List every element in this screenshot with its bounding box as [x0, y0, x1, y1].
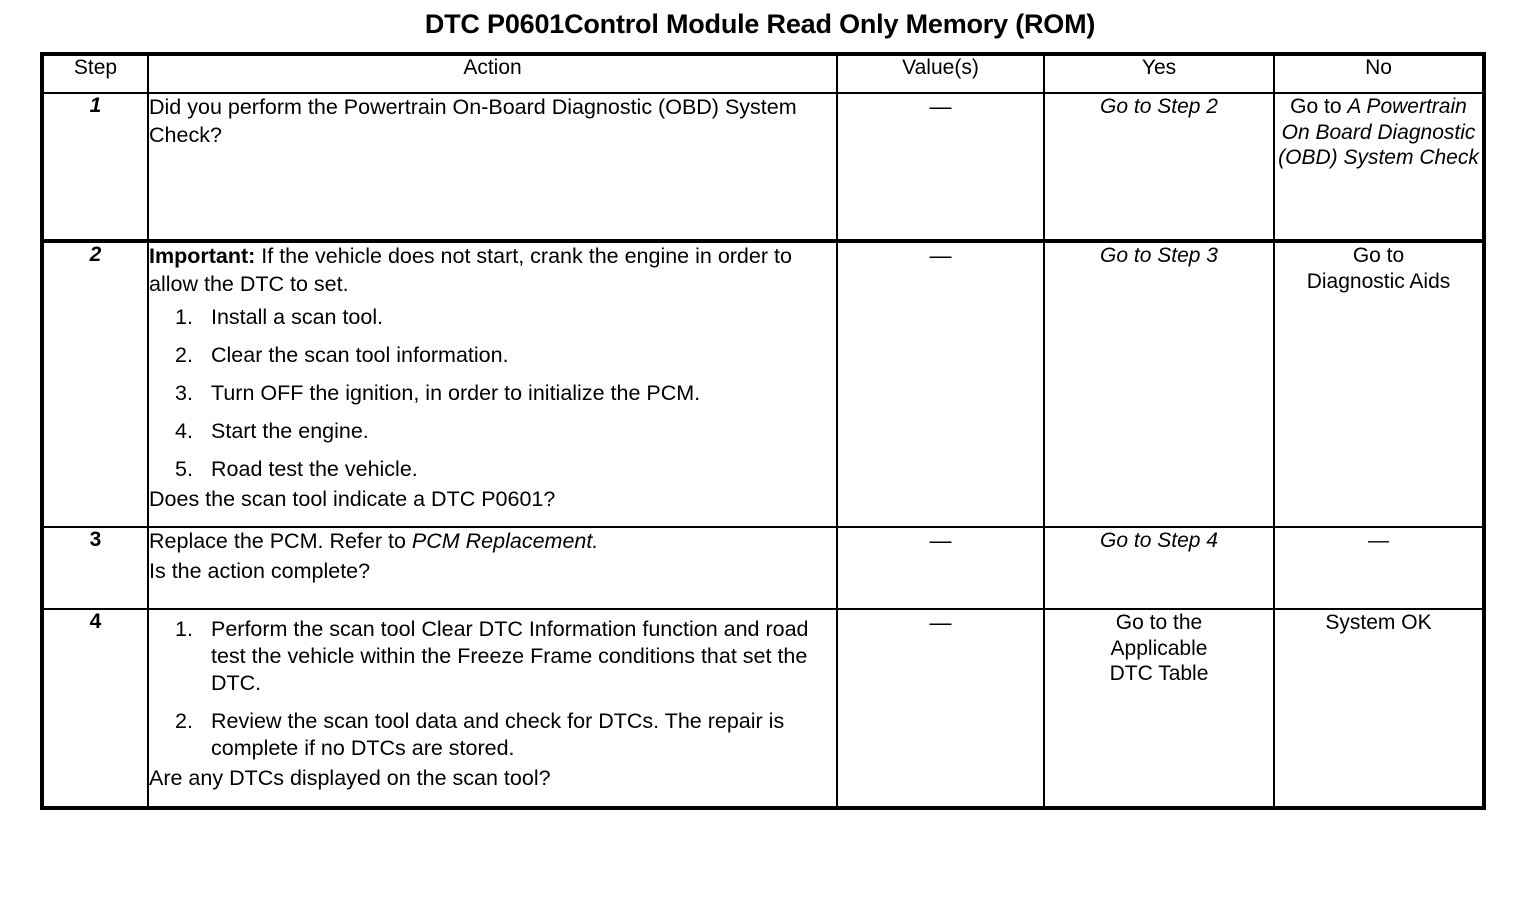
table-header: Step Action Value(s) Yes No — [41, 53, 1485, 94]
list-item: 2. Clear the scan tool information. — [149, 342, 836, 369]
important-label: Important: — [149, 244, 256, 268]
step-number: 1 — [89, 94, 102, 117]
list-text: Perform the scan tool Clear DTC Informat… — [211, 617, 809, 695]
action-question: Does the scan tool indicate a DTC P0601? — [149, 487, 556, 512]
action-question: Did you perform the Powertrain On-Board … — [149, 95, 797, 147]
step-number: 4 — [89, 610, 102, 633]
action-step-list: 1. Install a scan tool. 2. Clear the scan … — [149, 304, 836, 482]
action-cell: Did you perform the Powertrain On-Board … — [147, 92, 838, 243]
yes-cell: Go to Step 3 — [1043, 240, 1275, 528]
step-number-cell: 2 — [41, 240, 149, 528]
diagnostic-procedure-table: Step Action Value(s) Yes No 1 Did you pe… — [40, 52, 1486, 810]
yes-action: Go to Step 4 — [1100, 529, 1218, 552]
page-title: DTC P0601Control Module Read Only Memory… — [424, 9, 1096, 39]
list-item: 1. Perform the scan tool Clear DTC Inform… — [149, 616, 836, 697]
list-item: 4. Start the engine. — [149, 418, 836, 445]
value-cell: — — [836, 92, 1045, 243]
yes-cell: Go to Step 4 — [1043, 526, 1275, 610]
list-text: Road test the vehicle. — [211, 456, 418, 481]
list-marker: 1. — [175, 617, 193, 641]
list-item: 1. Install a scan tool. — [149, 304, 836, 331]
action-cell: 1. Perform the scan tool Clear DTC Inform… — [147, 608, 838, 810]
list-marker: 5. — [175, 456, 193, 481]
list-item: 2. Review the scan tool data and check fo… — [149, 708, 836, 762]
column-header-action: Action — [147, 53, 838, 94]
action-instruction-text: Replace the PCM. Refer to — [149, 529, 412, 553]
step-number-cell: 4 — [41, 608, 149, 810]
action-step-list: 1. Perform the scan tool Clear DTC Inform… — [149, 616, 836, 761]
yes-action: Go to Step 2 — [1100, 95, 1218, 118]
list-marker: 1. — [175, 305, 193, 330]
no-action-prefix: Go to — [1290, 95, 1348, 118]
no-cell: — — [1273, 526, 1485, 610]
column-header-value: Value(s) — [836, 53, 1045, 94]
list-text: Install a scan tool. — [211, 305, 384, 330]
table-row: 4 1. Perform the scan tool Clear DTC Info… — [41, 608, 1485, 810]
list-marker: 3. — [175, 380, 193, 405]
no-cell: Go to A Powertrain On Board Diagnostic (… — [1273, 92, 1485, 243]
list-text: Start the engine. — [211, 418, 369, 443]
list-item: 3. Turn OFF the ignition, in order to ini… — [149, 380, 836, 407]
no-cell: System OK — [1273, 608, 1485, 810]
value-cell: — — [836, 240, 1045, 528]
table-body: 1 Did you perform the Powertrain On-Boar… — [41, 92, 1485, 810]
action-important-note: Important: If the vehicle does not start… — [149, 243, 836, 298]
list-marker: 2. — [175, 708, 193, 733]
list-text: Review the scan tool data and check for … — [211, 708, 785, 760]
table-row: 3 Replace the PCM. Refer to PCM Replacem… — [41, 526, 1485, 610]
list-marker: 4. — [175, 418, 193, 443]
action-question: Is the action complete? — [149, 558, 371, 583]
column-header-step: Step — [41, 53, 149, 94]
action-reference: PCM Replacement. — [411, 529, 599, 553]
list-marker: 2. — [175, 342, 193, 367]
no-action-reference: A Powertrain On Board Diagnostic (OBD) S… — [1278, 95, 1479, 170]
action-question: Are any DTCs displayed on the scan tool? — [149, 766, 551, 791]
list-item: 5. Road test the vehicle. — [149, 456, 836, 483]
table-row: 2 Important: If the vehicle does not sta… — [41, 240, 1485, 528]
column-header-yes: Yes — [1043, 53, 1275, 94]
step-number-cell: 1 — [41, 92, 149, 243]
table-row: 1 Did you perform the Powertrain On-Boar… — [41, 92, 1485, 243]
yes-cell: Go to Step 2 — [1043, 92, 1275, 243]
value-cell: — — [836, 608, 1045, 810]
action-cell: Replace the PCM. Refer to PCM Replacemen… — [147, 526, 838, 610]
yes-action: Go to Step 3 — [1100, 244, 1218, 267]
step-number-cell: 3 — [41, 526, 149, 610]
action-instruction: Replace the PCM. Refer to PCM Replacemen… — [149, 528, 836, 556]
list-text: Turn OFF the ignition, in order to initi… — [211, 380, 701, 405]
action-cell: Important: If the vehicle does not start… — [147, 240, 838, 528]
list-text: Clear the scan tool information. — [211, 342, 509, 367]
important-text: If the vehicle does not start, crank the… — [149, 244, 792, 296]
value-cell: — — [836, 526, 1045, 610]
table-header-row: Step Action Value(s) Yes No — [41, 53, 1485, 94]
step-number: 2 — [89, 243, 102, 266]
column-header-no: No — [1273, 53, 1485, 94]
step-number: 3 — [89, 528, 102, 551]
